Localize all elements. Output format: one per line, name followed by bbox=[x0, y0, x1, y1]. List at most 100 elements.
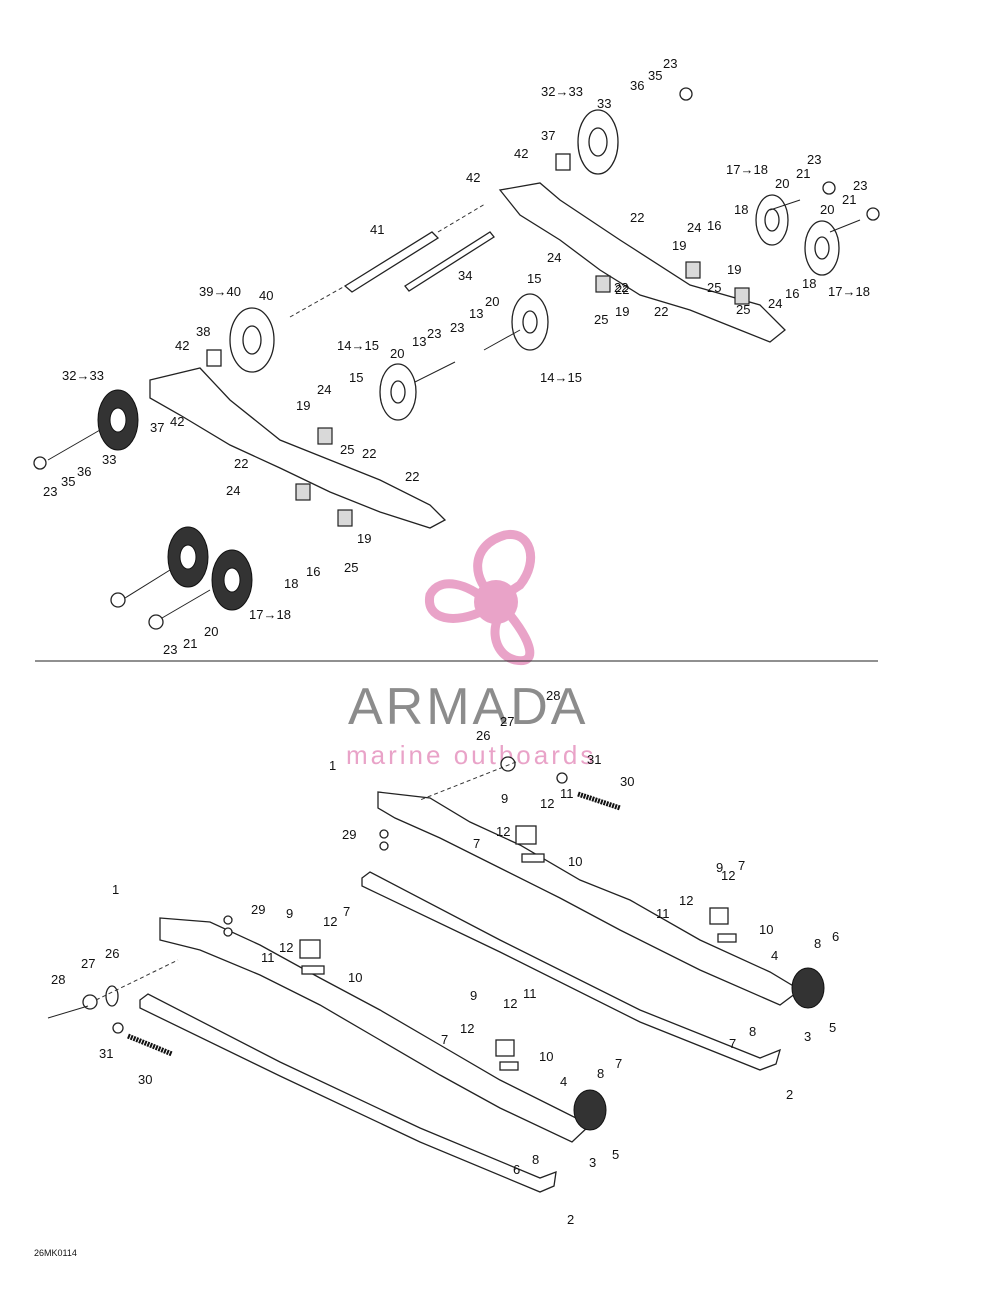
callout: 20 bbox=[820, 202, 834, 217]
spacer-38 bbox=[206, 349, 222, 367]
nut-31-rear bbox=[556, 772, 568, 784]
callout: 7 bbox=[729, 1036, 736, 1051]
propeller-blade-icon bbox=[473, 530, 536, 606]
callout: 32→33 bbox=[541, 84, 583, 99]
callout: 42 bbox=[466, 170, 480, 185]
wheel-18-lower-a bbox=[167, 526, 209, 588]
wheel-15-left bbox=[379, 363, 417, 421]
figure-code: 26MK0114 bbox=[34, 1248, 77, 1258]
spacer-37-upper bbox=[555, 153, 571, 171]
callout: 42 bbox=[175, 338, 189, 353]
pad-10-c bbox=[301, 965, 325, 975]
callout: 21 bbox=[842, 192, 856, 207]
wheel-18-upper bbox=[755, 194, 789, 246]
callout: 42 bbox=[170, 414, 184, 429]
callout: 19 bbox=[615, 304, 629, 319]
brand-name: ARMADA bbox=[348, 678, 588, 736]
callout: 5 bbox=[829, 1020, 836, 1035]
callout: 33 bbox=[102, 452, 116, 467]
top-callouts: 23 32→33 33 36 35 37 42 42 17→18 23 20 2… bbox=[43, 56, 870, 657]
propeller-hub-icon bbox=[474, 580, 518, 624]
washer-29-front-a bbox=[223, 915, 233, 925]
shaft-41 bbox=[343, 231, 440, 293]
callout: 6 bbox=[513, 1162, 520, 1177]
callout: 20 bbox=[204, 624, 218, 639]
callout: 24 bbox=[226, 483, 240, 498]
spring-30-front bbox=[127, 1033, 173, 1057]
callout: 10 bbox=[759, 922, 773, 937]
rail-frame-rear bbox=[377, 791, 802, 1006]
callout: 9 bbox=[286, 906, 293, 921]
callout: 24 bbox=[317, 382, 331, 397]
callout: 33 bbox=[597, 96, 611, 111]
callout: 12 bbox=[279, 940, 293, 955]
callout: 7 bbox=[738, 858, 745, 873]
callout: 37 bbox=[150, 420, 164, 435]
callout: 23 bbox=[807, 152, 821, 167]
callout: 30 bbox=[620, 774, 634, 789]
callout: 15 bbox=[349, 370, 363, 385]
callout: 4 bbox=[560, 1074, 567, 1089]
callout: 23 bbox=[427, 326, 441, 341]
block-12-d bbox=[495, 1039, 515, 1057]
wheel-5-rear bbox=[791, 967, 825, 1009]
bracket-27-rear bbox=[500, 756, 516, 772]
callout: 12 bbox=[679, 893, 693, 908]
callout: 36 bbox=[630, 78, 644, 93]
callout: 11 bbox=[560, 786, 574, 801]
bearing-19-f bbox=[337, 509, 353, 527]
callout: 12 bbox=[323, 914, 337, 929]
callout: 2 bbox=[567, 1212, 574, 1227]
wheel-40 bbox=[229, 307, 275, 373]
callout: 18 bbox=[734, 202, 748, 217]
callout: 15 bbox=[527, 271, 541, 286]
callout: 7 bbox=[343, 904, 350, 919]
washer-29-front-b bbox=[223, 927, 233, 937]
callout: 21 bbox=[183, 636, 197, 651]
callout: 16 bbox=[785, 286, 799, 301]
callout: 1 bbox=[112, 882, 119, 897]
callout: 35 bbox=[648, 68, 662, 83]
callout: 39→40 bbox=[199, 284, 241, 299]
wheel-33-upper bbox=[577, 109, 619, 175]
plate-26-front bbox=[105, 985, 119, 1007]
callout: 3 bbox=[804, 1029, 811, 1044]
spring-30-rear bbox=[577, 791, 621, 811]
callout: 36 bbox=[77, 464, 91, 479]
pad-10-d bbox=[499, 1061, 519, 1071]
callout: 42 bbox=[514, 146, 528, 161]
callout: 18 bbox=[284, 576, 298, 591]
callout: 23 bbox=[663, 56, 677, 71]
callout: 23 bbox=[43, 484, 57, 499]
callout: 35 bbox=[61, 474, 75, 489]
callout: 28 bbox=[51, 972, 65, 987]
nut-31-front bbox=[112, 1022, 124, 1034]
callout: 11 bbox=[656, 906, 670, 921]
callout: 11 bbox=[261, 950, 275, 965]
cap-23-bottom-a bbox=[110, 592, 126, 608]
callout: 31 bbox=[99, 1046, 113, 1061]
callout: 6 bbox=[832, 929, 839, 944]
callout: 20 bbox=[485, 294, 499, 309]
callout: 37 bbox=[541, 128, 555, 143]
callout: 31 bbox=[587, 752, 601, 767]
callout: 9 bbox=[470, 988, 477, 1003]
callout: 1 bbox=[329, 758, 336, 773]
top-assembly bbox=[33, 87, 880, 630]
brand-tagline: marine outboards bbox=[346, 740, 596, 770]
watermark-logo: ARMADA marine outboards bbox=[346, 530, 596, 770]
wheel-33-left bbox=[97, 389, 139, 451]
slide-rear bbox=[361, 871, 781, 1071]
block-12-a bbox=[515, 825, 537, 845]
callout: 12 bbox=[503, 996, 517, 1011]
callout: 28 bbox=[546, 688, 560, 703]
callout: 19 bbox=[296, 398, 310, 413]
wheel-5-front bbox=[573, 1089, 607, 1131]
wheel-15-mid bbox=[511, 293, 549, 351]
callout: 27 bbox=[500, 714, 514, 729]
callout: 40 bbox=[259, 288, 273, 303]
callout: 34 bbox=[458, 268, 472, 283]
callout: 19 bbox=[672, 238, 686, 253]
callout: 23 bbox=[450, 320, 464, 335]
callout: 22 bbox=[405, 469, 419, 484]
